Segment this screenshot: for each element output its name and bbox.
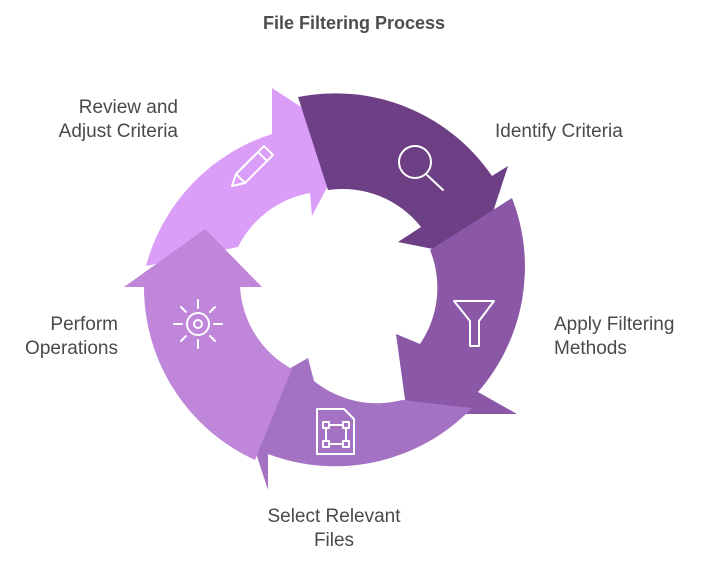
label-select-files: Select Relevant Files [267, 506, 401, 551]
segment-identify-criteria [298, 93, 508, 258]
label-identify-criteria: Identify Criteria [495, 121, 623, 142]
diagram-title: File Filtering Process [262, 13, 446, 33]
gear-icon [173, 299, 223, 349]
segment-apply-filtering [396, 198, 525, 414]
label-review-adjust: Review and Adjust Criteria [58, 97, 178, 142]
file-select-icon [316, 408, 355, 455]
label-perform-operations: Perform Operations [25, 314, 118, 359]
segment-review-adjust [146, 88, 352, 266]
pencil-icon [231, 145, 274, 187]
segment-perform-operations [124, 229, 292, 460]
funnel-icon [453, 300, 495, 347]
label-apply-filtering: Apply Filtering Methods [554, 314, 675, 359]
magnifier-icon [398, 145, 444, 191]
